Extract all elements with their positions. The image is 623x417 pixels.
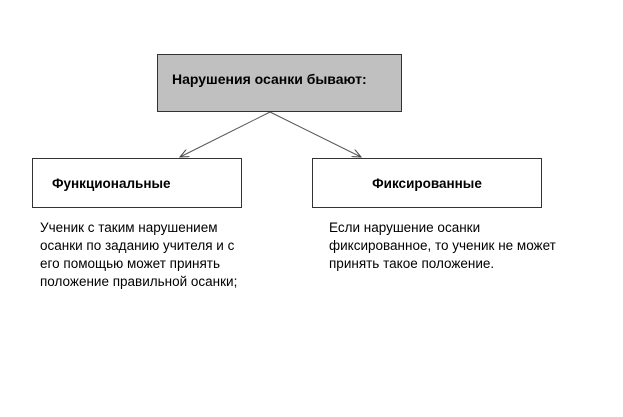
fixed-label: Фиксированные [372, 176, 482, 191]
description-line: осанки по заданию учителя и с [40, 238, 235, 253]
description-line: принять такое положение. [329, 256, 495, 271]
description-line: Ученик с таким нарушением [40, 220, 218, 235]
description-line: его помощью может принять [40, 256, 221, 271]
functional-description: Ученик с таким нарушением осанки по зада… [40, 219, 237, 291]
arrow-to-functional [180, 111, 271, 157]
arrow-to-fixed [269, 111, 361, 157]
root-label: Нарушения осанки бывают: [172, 71, 367, 87]
description-line: Если нарушение осанки [329, 220, 481, 235]
description-line: положение правильной осанки; [40, 274, 238, 289]
functional-label: Функциональные [52, 176, 171, 191]
fixed-description: Если нарушение осанки фиксированное, то … [329, 219, 556, 273]
description-line: фиксированное, то ученик не может [329, 238, 556, 253]
fixed-node: Фиксированные [312, 158, 542, 208]
root-node: Нарушения осанки бывают: [157, 54, 402, 112]
functional-node: Функциональные [32, 158, 242, 208]
